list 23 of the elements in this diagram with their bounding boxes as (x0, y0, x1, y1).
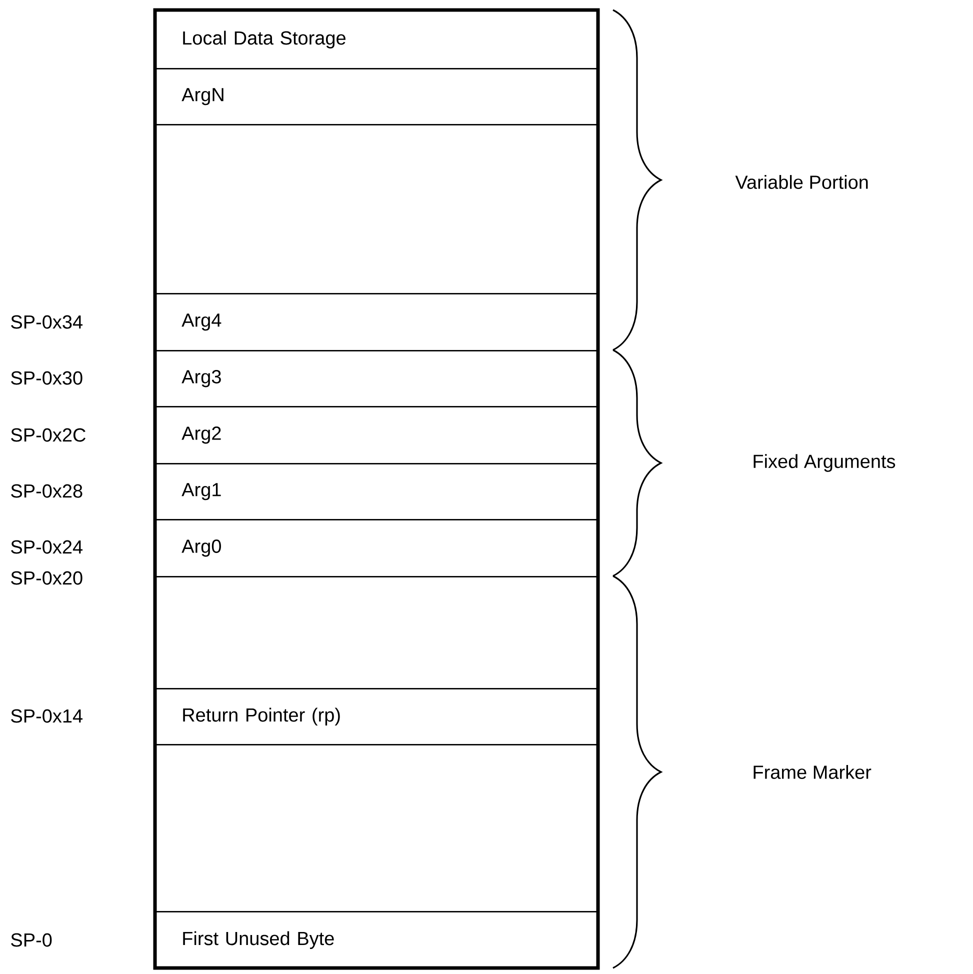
empty-slot (155, 744, 600, 912)
stack-slot: Arg1 (155, 463, 600, 520)
region-label: Fixed Arguments (754, 454, 896, 472)
stack-slot: First Unused Byte (155, 911, 600, 970)
address-label: SP-0 (11, 933, 52, 947)
stack-slot: Local Data Storage (155, 10, 600, 70)
empty-slot (155, 576, 600, 690)
address-label: SP-0x14 (11, 709, 82, 723)
stack-slot: Arg0 (155, 519, 600, 578)
stack-slot: Arg4 (155, 293, 600, 352)
stack-slot: Arg3 (155, 350, 600, 408)
stack-slot: ArgN (155, 68, 600, 126)
stack-slot: Arg2 (155, 406, 600, 464)
address-label: SP-0x30 (11, 371, 82, 385)
empty-slot (155, 124, 600, 294)
region-label: Variable Portion (735, 175, 868, 189)
address-label: SP-0x20 (11, 571, 82, 585)
address-label: SP-0x24 (11, 540, 82, 554)
stack-slot: Return Pointer (rp) (155, 688, 600, 746)
address-label: SP-0x2C (11, 428, 86, 442)
region-label: Frame Marker (754, 765, 872, 779)
address-label: SP-0x28 (11, 484, 82, 498)
address-label: SP-0x34 (11, 315, 82, 329)
